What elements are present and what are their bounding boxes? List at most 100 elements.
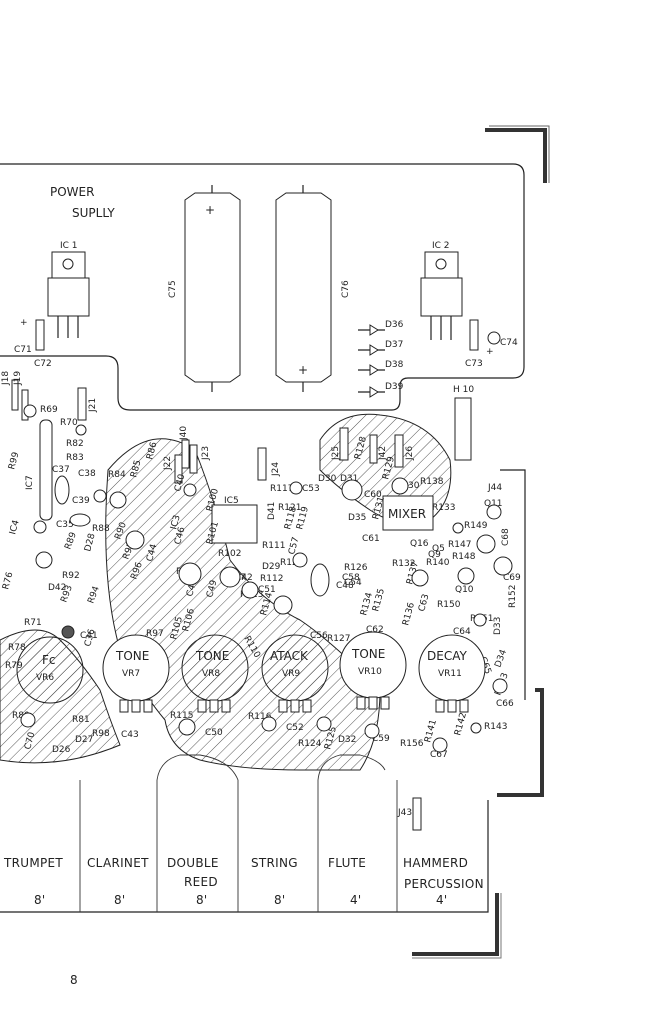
voice-tab-dividers bbox=[79, 754, 398, 912]
pot-vr11: DECAY VR11 bbox=[418, 634, 486, 713]
svg-text:R148: R148 bbox=[452, 552, 476, 562]
svg-text:J43: J43 bbox=[397, 808, 412, 818]
svg-text:IC4: IC4 bbox=[8, 519, 22, 536]
svg-text:R120: R120 bbox=[280, 558, 304, 568]
svg-text:C37: C37 bbox=[52, 465, 70, 475]
jumpers: J18 J19 J21 J22 J23 J24 J25 J26 J40 J42 … bbox=[1, 371, 502, 831]
svg-text:D36: D36 bbox=[385, 320, 404, 330]
svg-text:R99: R99 bbox=[7, 451, 21, 471]
svg-text:IC7: IC7 bbox=[25, 475, 35, 490]
svg-text:J18: J18 bbox=[1, 371, 11, 386]
power-supply-title-line2: SUPLLY bbox=[72, 206, 115, 220]
pot-vr7: TONE VR7 bbox=[102, 634, 170, 713]
svg-text:R136: R136 bbox=[401, 601, 417, 626]
svg-text:R115: R115 bbox=[170, 711, 193, 721]
svg-text:VR8: VR8 bbox=[202, 669, 220, 679]
svg-text:D41: D41 bbox=[267, 502, 277, 520]
ic7 bbox=[39, 419, 53, 521]
svg-text:R102: R102 bbox=[218, 549, 241, 559]
svg-text:C44: C44 bbox=[145, 543, 159, 563]
svg-text:VR9: VR9 bbox=[282, 669, 300, 679]
voice-string: STRING bbox=[251, 856, 298, 870]
svg-text:R149: R149 bbox=[464, 521, 488, 531]
svg-text:R133: R133 bbox=[432, 503, 455, 513]
svg-text:R147: R147 bbox=[448, 540, 471, 550]
svg-text:R121: R121 bbox=[278, 503, 301, 513]
svg-text:C68: C68 bbox=[501, 528, 511, 546]
svg-text:J21: J21 bbox=[88, 398, 98, 413]
svg-text:Q5: Q5 bbox=[432, 544, 445, 554]
regulator-ic1: IC 1 bbox=[47, 241, 90, 338]
board-outline bbox=[0, 163, 525, 411]
svg-text:+: + bbox=[298, 363, 308, 377]
svg-text:C50: C50 bbox=[205, 728, 223, 738]
regulator-ic2: IC 2 bbox=[420, 241, 463, 340]
svg-text:R92: R92 bbox=[62, 571, 80, 581]
svg-text:R94: R94 bbox=[86, 585, 102, 605]
svg-text:C52: C52 bbox=[286, 723, 304, 733]
svg-text:R83: R83 bbox=[66, 453, 84, 463]
svg-text:C46: C46 bbox=[173, 526, 187, 546]
svg-text:C62: C62 bbox=[366, 625, 384, 635]
capacitor-c76: + C76 bbox=[275, 185, 351, 392]
crop-mark-right-mid bbox=[497, 688, 544, 797]
voice-flute: FLUTE bbox=[328, 856, 366, 870]
svg-text:C76: C76 bbox=[341, 280, 351, 298]
ic1-label: IC 1 bbox=[60, 241, 78, 251]
svg-text:J19: J19 bbox=[13, 371, 23, 386]
svg-text:C59: C59 bbox=[372, 734, 390, 744]
svg-text:PERCUSSION: PERCUSSION bbox=[404, 877, 484, 891]
diode-array: D36 D37 D38 D39 bbox=[358, 320, 404, 398]
voice-double-reed: DOUBLE bbox=[167, 856, 219, 870]
svg-text:R98: R98 bbox=[92, 729, 110, 739]
svg-text:D28: D28 bbox=[83, 532, 97, 553]
svg-text:IC5: IC5 bbox=[224, 496, 239, 506]
voice-trumpet: TRUMPET bbox=[3, 856, 63, 870]
svg-text:8': 8' bbox=[34, 893, 46, 907]
svg-text:C75: C75 bbox=[168, 280, 178, 298]
power-supply-title-line1: POWER bbox=[50, 185, 94, 199]
svg-text:D35: D35 bbox=[348, 513, 366, 523]
svg-text:R138: R138 bbox=[420, 477, 444, 487]
ic5 bbox=[211, 504, 258, 544]
svg-text:R142: R142 bbox=[453, 712, 469, 737]
svg-text:MIXER: MIXER bbox=[388, 507, 426, 521]
svg-text:4': 4' bbox=[350, 893, 362, 907]
svg-text:C67: C67 bbox=[430, 750, 448, 760]
svg-text:TONE: TONE bbox=[195, 649, 229, 663]
svg-text:C63: C63 bbox=[417, 593, 431, 613]
svg-text:C38: C38 bbox=[78, 469, 96, 479]
svg-text:C71: C71 bbox=[14, 345, 32, 355]
page-number: 8 bbox=[70, 973, 78, 987]
svg-text:C57: C57 bbox=[287, 536, 301, 556]
svg-text:C61: C61 bbox=[362, 534, 380, 544]
svg-text:R116: R116 bbox=[248, 712, 272, 722]
ic-mixer bbox=[382, 495, 434, 531]
svg-text:R140: R140 bbox=[426, 558, 450, 568]
svg-text:C35: C35 bbox=[56, 520, 74, 530]
pot-vr10: TONE VR10 bbox=[339, 631, 407, 710]
svg-text:C48: C48 bbox=[336, 581, 354, 591]
capacitor-c73 bbox=[469, 319, 479, 351]
crop-mark-bottom-right bbox=[412, 893, 502, 959]
svg-text:R79: R79 bbox=[5, 661, 23, 671]
board-outline-right bbox=[500, 469, 526, 700]
svg-text:J26: J26 bbox=[405, 446, 415, 461]
svg-text:D30: D30 bbox=[318, 474, 337, 484]
svg-text:C56: C56 bbox=[310, 631, 328, 641]
svg-text:REED: REED bbox=[184, 875, 218, 889]
svg-text:J44: J44 bbox=[487, 483, 502, 493]
svg-text:+: + bbox=[486, 347, 494, 357]
svg-text:C43: C43 bbox=[121, 730, 139, 740]
svg-text:D32: D32 bbox=[338, 735, 356, 745]
svg-text:J40: J40 bbox=[179, 426, 189, 441]
svg-text:R69: R69 bbox=[40, 405, 58, 415]
voice-labels: TRUMPET 8' CLARINET 8' DOUBLE REED 8' ST… bbox=[3, 856, 484, 907]
svg-text:Q9: Q9 bbox=[428, 550, 441, 560]
svg-text:C70: C70 bbox=[23, 731, 37, 751]
svg-text:R76: R76 bbox=[1, 571, 15, 591]
svg-text:D33: D33 bbox=[493, 617, 503, 635]
svg-text:R127: R127 bbox=[327, 634, 350, 644]
svg-text:C54: C54 bbox=[344, 578, 362, 588]
